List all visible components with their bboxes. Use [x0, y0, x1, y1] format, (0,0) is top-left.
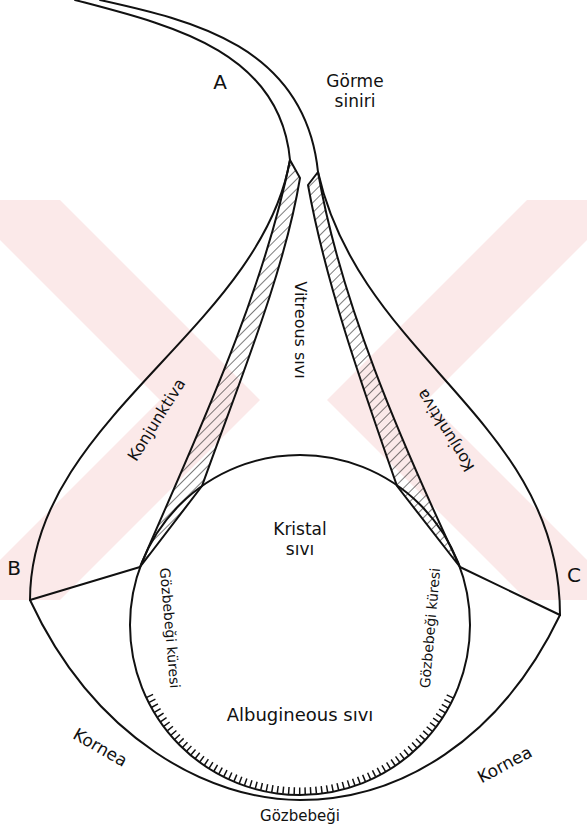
hatched-band	[140, 160, 300, 567]
part-label: Kornea	[474, 743, 535, 788]
part-label: C	[567, 564, 581, 587]
part-label: Konjunktiva	[413, 385, 478, 474]
hatched-band	[308, 172, 460, 567]
optic-nerve-line	[75, 0, 290, 160]
part-label: Görme siniri	[320, 72, 390, 111]
part-label: Gözbebeği küresi	[417, 567, 444, 689]
part-label: Konjunktiva	[124, 375, 189, 464]
part-label: Gözbebeği küresi	[157, 567, 184, 689]
part-label: Gözbebeği	[260, 808, 340, 825]
eyeball-circle	[130, 455, 470, 795]
cornea-outline	[30, 600, 560, 800]
watermark-stripes	[0, 200, 587, 600]
part-label: B	[7, 557, 21, 580]
part-label: Kornea	[70, 725, 131, 771]
lid-line	[30, 567, 140, 600]
part-label: Kristal sıvı	[260, 520, 340, 559]
part-label: Vitreous sıvı	[291, 281, 309, 378]
part-label: A	[213, 71, 227, 94]
part-label: Albugineous sıvı	[227, 705, 374, 726]
lid-line	[460, 567, 560, 615]
optic-nerve-line	[100, 0, 318, 172]
tick-marks	[150, 695, 451, 791]
conjunctiva-outline	[318, 172, 560, 615]
